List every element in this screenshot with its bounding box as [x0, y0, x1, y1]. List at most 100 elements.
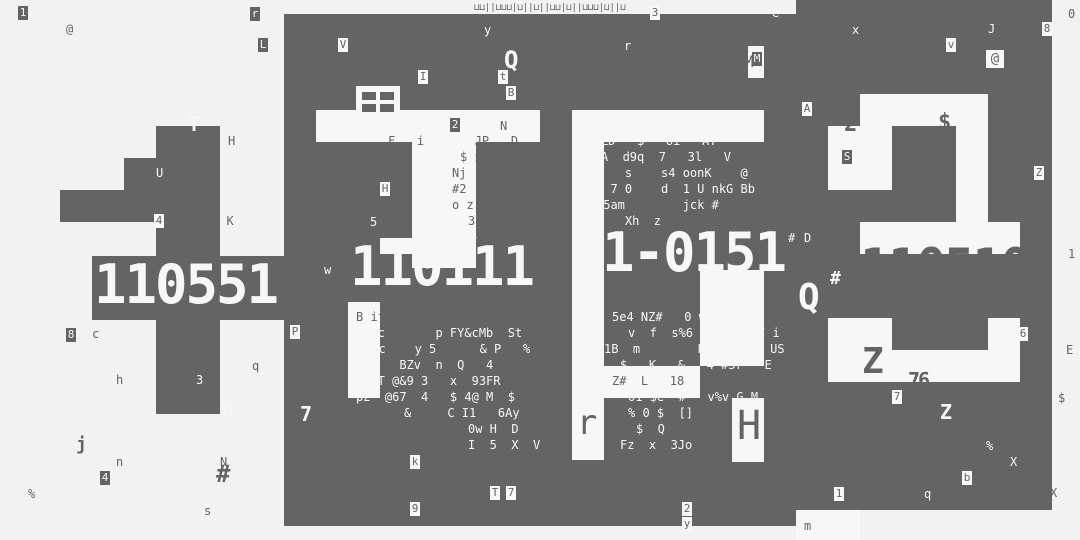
noise-char: J [988, 22, 996, 36]
noise-line: K 7 0 d 1 U nkG Bb [596, 182, 755, 196]
noise-char: m [804, 519, 812, 533]
noise-line: 3 2 C12 [468, 214, 526, 228]
noise-char: 7 [892, 390, 902, 404]
noise-char: P [290, 325, 300, 339]
noise-char: @ [66, 22, 74, 36]
noise-char: q [924, 487, 932, 501]
light-region-6 [572, 366, 700, 398]
noise-char: 2 [844, 112, 857, 137]
noise-line: F i JP D [388, 134, 519, 148]
noise-char: L [258, 38, 268, 52]
noise-char: x [852, 23, 860, 37]
noise-char: B [506, 86, 516, 100]
noise-line: p2 @67 4 $ 4@ M $ [356, 390, 515, 404]
noise-char: I [418, 70, 428, 84]
noise-char: y [682, 517, 692, 531]
boxed-glyph-r: r [574, 404, 600, 442]
noise-char: j [76, 434, 87, 455]
noise-char: H [228, 134, 236, 148]
noise-char: e [772, 6, 780, 20]
noise-char: n [116, 455, 124, 469]
noise-char: E [1066, 343, 1074, 357]
noise-char: 1 [1068, 247, 1076, 261]
captcha-left: 110551 [94, 253, 279, 316]
noise-line: 5e4 NZ# 0 w 9%d K 0 [612, 310, 764, 324]
noise-char: N [500, 119, 508, 133]
noise-line: I 5 X V [468, 438, 541, 452]
noise-char: k [410, 455, 420, 469]
light-region-1 [316, 110, 540, 142]
noise-char: 2 [450, 118, 460, 132]
captcha-center-1: 110111 [350, 235, 535, 298]
noise-char: 4 [154, 214, 164, 228]
noise-char: 76 [908, 368, 930, 392]
noise-line: V5am jck # [596, 198, 719, 212]
noise-char: v [946, 38, 956, 52]
noise-char: q [252, 359, 260, 373]
noise-char: T [490, 486, 500, 500]
noise-char: 7 [300, 402, 312, 426]
noise-char: r [250, 7, 260, 21]
noise-line: 1 s s4 oonK @ [596, 166, 748, 180]
noise-char: h [116, 373, 124, 387]
noise-char: 5 [370, 215, 378, 229]
noise-char: # [788, 231, 796, 245]
noise-char: t [498, 70, 508, 84]
top-barcode: ⊔⊔||⊔⊔⊔|⊔||⊔||⊔⊔|⊔||⊔⊔⊔|⊔||⊔ [474, 3, 626, 13]
light-region-9 [380, 238, 412, 254]
noise-char: 1 [834, 487, 844, 501]
window-icon-split [376, 92, 380, 112]
boxed-glyph-h: H [734, 404, 764, 448]
noise-char: 6 [1018, 327, 1028, 341]
left-shape-stub [124, 158, 156, 222]
noise-char: 3 [650, 6, 660, 20]
noise-line: o z m0 [452, 198, 510, 212]
light-region-r6 [892, 350, 1020, 382]
noise-char: b [962, 471, 972, 485]
light-region-r5 [828, 318, 892, 382]
noise-line: o1 $e # v%v G M [628, 390, 759, 404]
noise-line: $ $ % [460, 150, 554, 164]
noise-char: a K [212, 214, 234, 228]
captcha-center-2: 1-0151 [602, 221, 787, 284]
noise-line: #2 uTE 8 [452, 182, 539, 196]
noise-char: % [28, 487, 36, 501]
noise-char: r [624, 39, 632, 53]
noise-char: Q [504, 46, 519, 74]
noise-char: c [92, 327, 100, 341]
noise-line: &7 8ZD $ Ui AY [572, 134, 717, 148]
noise-char: 8 [66, 328, 76, 342]
noise-char: 8 [1042, 22, 1052, 36]
noise-line: 1B m Hw O 0 US [604, 342, 785, 356]
noise-char: S [842, 150, 852, 164]
noise-line: u CA d9q 7 3l V [572, 150, 731, 164]
noise-char: W [222, 400, 233, 421]
noise-char: 3 [196, 373, 204, 387]
noise-line: D jQ # Y % & [596, 118, 727, 132]
noise-char: w [324, 263, 332, 277]
noise-char: A [802, 102, 812, 116]
noise-char: U [156, 166, 164, 180]
noise-line: B if L o 8 Hi P [356, 310, 508, 324]
light-region-5 [348, 302, 380, 398]
noise-line: Fz x 3Jo [620, 438, 693, 452]
light-region-r1 [828, 126, 892, 190]
noise-char: V [338, 38, 348, 52]
light-region-r7 [988, 318, 1020, 350]
noise-char: 4 [100, 471, 110, 485]
noise-char: Z [940, 400, 952, 424]
noise-line: 9 c p FY&cMb St [356, 326, 523, 340]
noise-char: D [804, 231, 812, 245]
light-region-r2 [860, 94, 988, 126]
boxed-glyph-q: Q [798, 277, 820, 318]
noise-char: # [830, 268, 841, 289]
left-shape-mid [92, 256, 284, 320]
light-region-r8 [796, 510, 860, 540]
noise-char: @ [986, 50, 1004, 68]
noise-char: 0 [1068, 7, 1076, 21]
light-region-2 [412, 142, 476, 268]
noise-char: H [380, 182, 390, 196]
noise-char: # [284, 343, 292, 357]
light-region-3 [572, 110, 604, 460]
